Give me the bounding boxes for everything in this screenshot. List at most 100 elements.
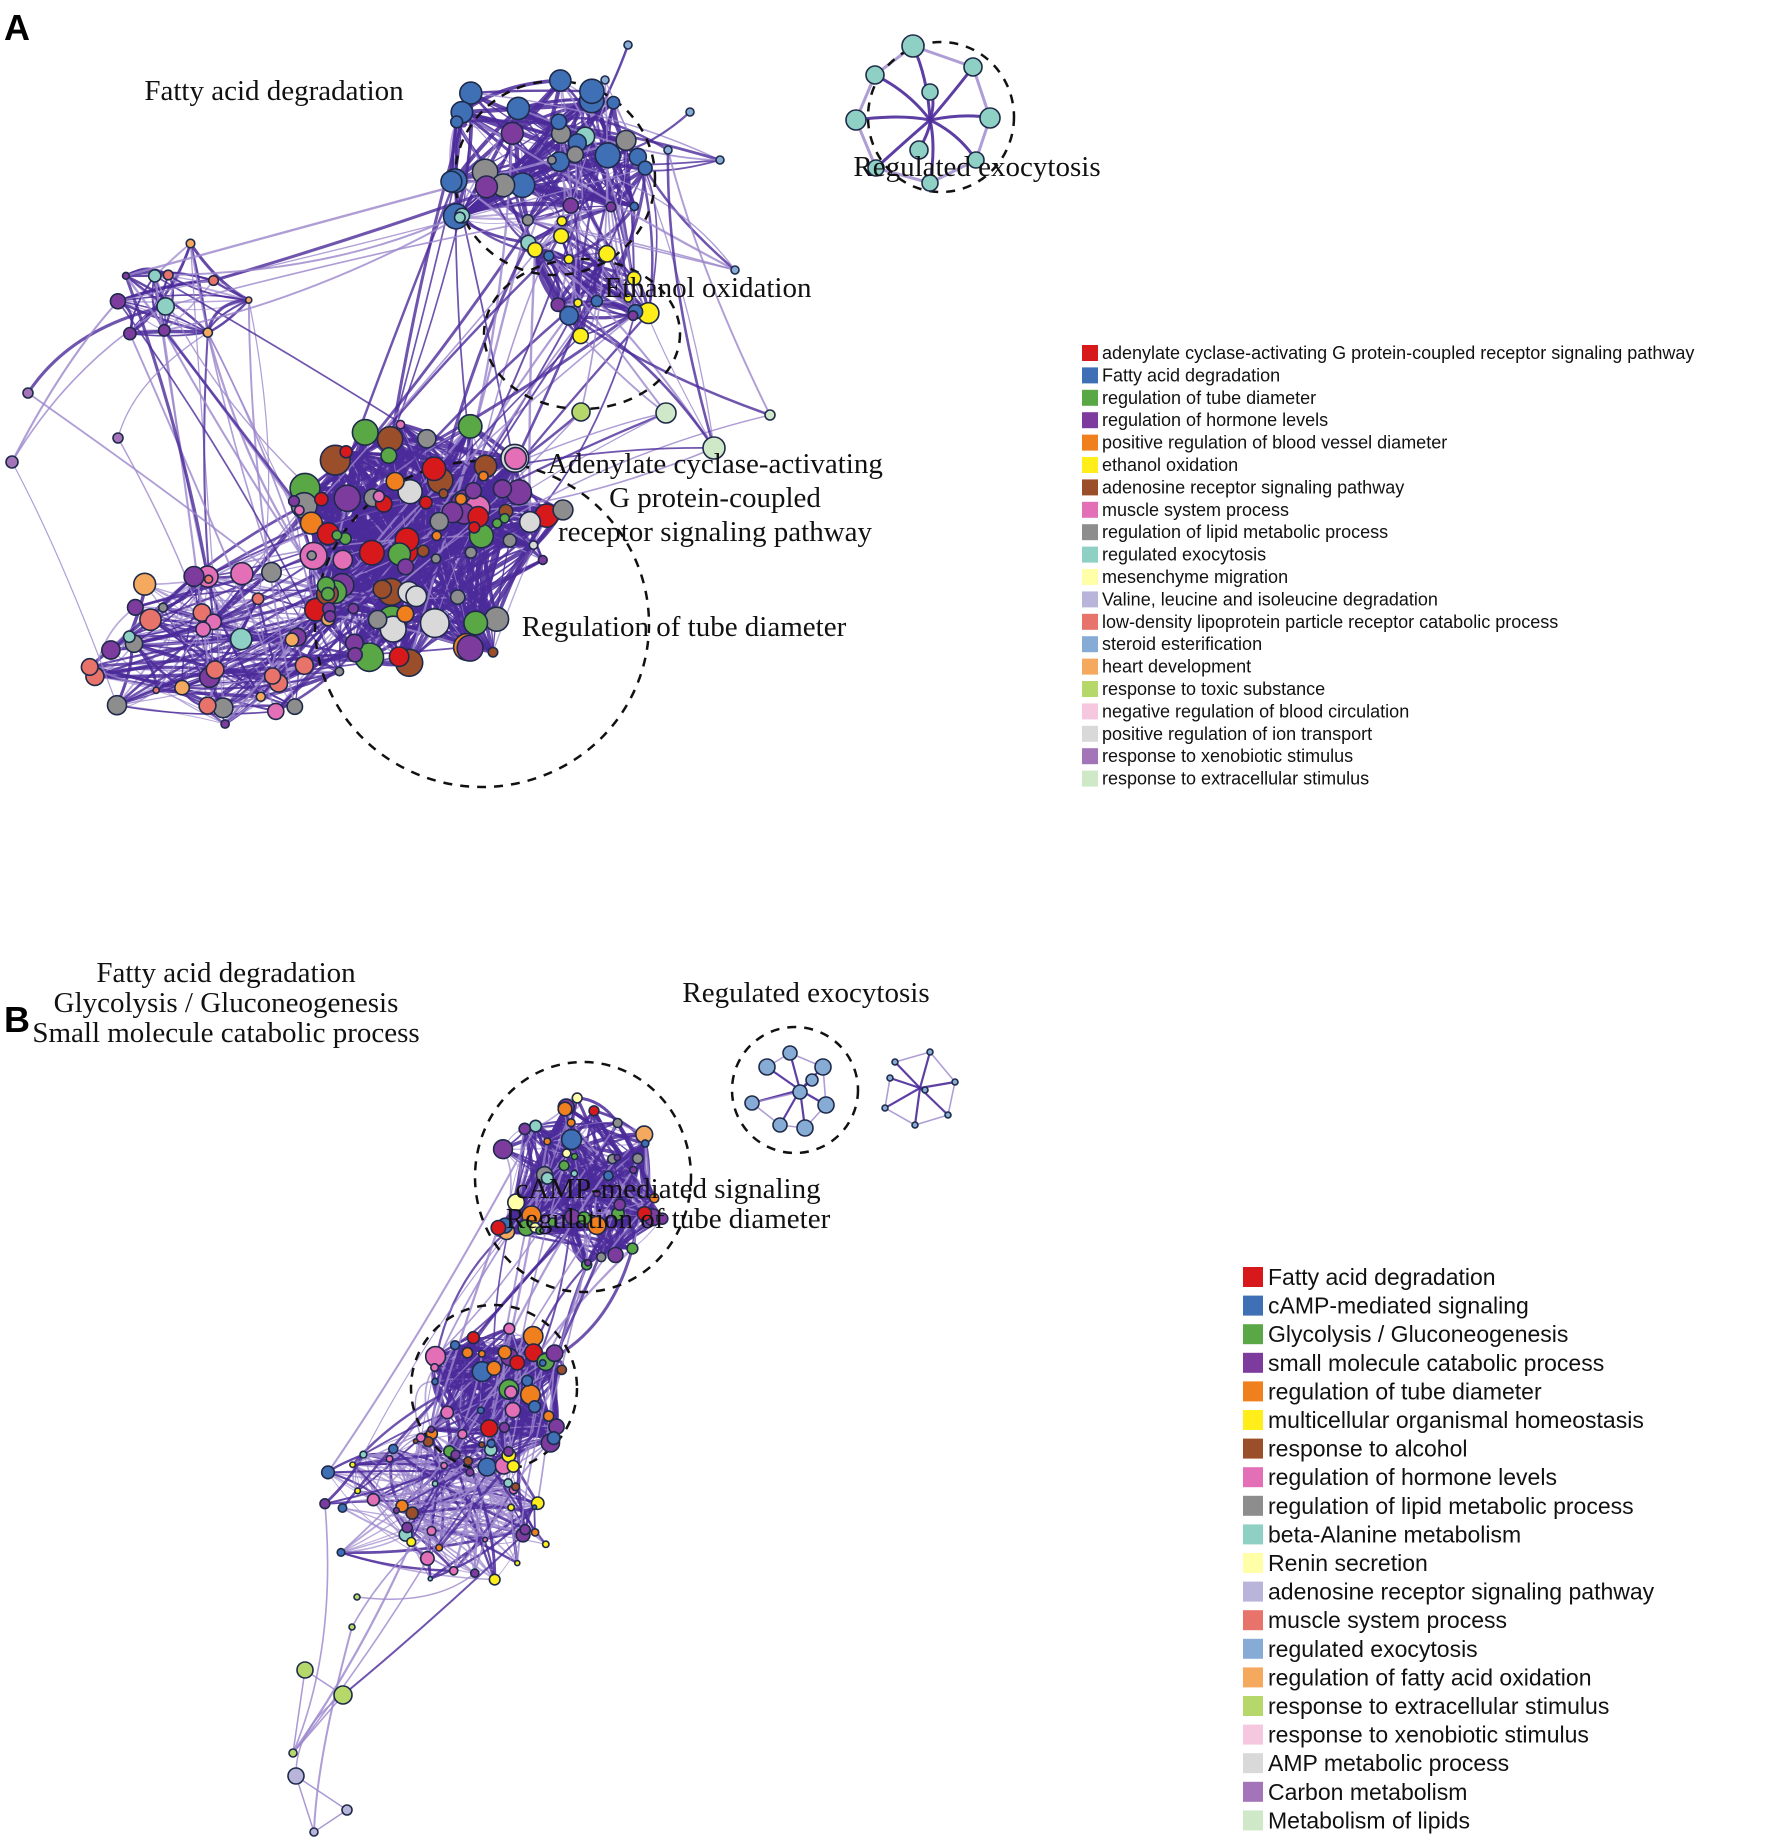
network-node — [503, 446, 528, 471]
network-node — [80, 657, 99, 677]
network-node — [306, 550, 318, 561]
network-edge — [889, 1076, 921, 1090]
legend-label: negative regulation of blood circulation — [1102, 701, 1409, 721]
network-node — [546, 155, 557, 166]
network-node — [440, 170, 463, 193]
network-node — [498, 1421, 510, 1434]
network-node — [415, 1432, 426, 1443]
network-node — [552, 227, 570, 245]
network-edge — [929, 1051, 956, 1083]
network-node — [380, 446, 398, 465]
network-edge — [575, 1097, 622, 1206]
legend-label: regulation of tube diameter — [1102, 388, 1316, 408]
panel-b-nodes — [287, 1045, 959, 1837]
legend-label: response to toxic substance — [1102, 679, 1325, 699]
network-edge — [94, 675, 226, 725]
legend-item: Glycolysis / Gluconeogenesis — [1243, 1321, 1568, 1347]
network-node — [715, 155, 725, 165]
network-node — [506, 1193, 526, 1212]
legend-label: response to xenobiotic stimulus — [1102, 746, 1353, 766]
legend-label: positive regulation of blood vessel diam… — [1102, 433, 1447, 453]
network-edge — [557, 303, 716, 449]
network-node — [531, 1504, 538, 1511]
network-node — [207, 274, 220, 287]
network-node — [648, 1192, 660, 1204]
network-node — [562, 197, 580, 214]
legend-item: ethanol oxidation — [1082, 455, 1238, 475]
cluster-label: Regulated exocytosis — [853, 151, 1100, 183]
network-node — [427, 1575, 434, 1582]
network-edge — [918, 1051, 932, 1089]
network-node — [538, 1359, 547, 1368]
network-node — [613, 1198, 627, 1212]
network-node — [449, 1339, 461, 1351]
network-edge — [351, 1482, 509, 1628]
network-node — [454, 492, 468, 506]
network-node — [299, 511, 324, 535]
network-edge — [292, 1449, 492, 1754]
network-node — [440, 1405, 455, 1420]
network-edge — [165, 206, 612, 308]
network-node — [503, 1478, 514, 1489]
network-node — [465, 1467, 475, 1477]
network-node — [663, 145, 673, 155]
network-edge — [342, 1534, 524, 1696]
network-edge — [595, 168, 647, 302]
network-node — [613, 1153, 622, 1162]
network-edge — [396, 1437, 555, 1512]
legend-item: low-density lipoprotein particle recepto… — [1082, 612, 1558, 632]
network-node — [563, 253, 575, 265]
network-node — [367, 609, 388, 630]
legend-swatch — [1243, 1753, 1263, 1774]
network-edge — [426, 1410, 482, 1559]
network-edge — [439, 335, 582, 482]
network-node — [351, 418, 379, 447]
network-node — [106, 694, 128, 716]
legend-swatch — [1243, 1467, 1263, 1488]
network-node — [388, 646, 410, 668]
network-node — [627, 310, 639, 322]
network-node — [431, 1377, 439, 1386]
legend-item: Fatty acid degradation — [1082, 365, 1280, 385]
network-node — [122, 326, 137, 341]
network-node — [597, 244, 616, 263]
legend-item: Valine, leucine and isoleucine degradati… — [1082, 589, 1438, 609]
network-edge — [327, 1125, 537, 1473]
legend-item: regulated exocytosis — [1082, 545, 1266, 565]
network-node — [435, 1543, 444, 1552]
cluster-outline — [313, 459, 651, 789]
network-node — [205, 660, 225, 680]
network-edge — [116, 704, 276, 715]
network-node — [792, 1084, 808, 1100]
network-edge — [437, 1415, 550, 1549]
legend-swatch — [1243, 1410, 1263, 1430]
network-node — [603, 1170, 614, 1182]
network-node — [535, 1226, 545, 1236]
network-edge — [529, 311, 637, 523]
network-edge — [431, 1405, 535, 1435]
network-edge — [117, 437, 216, 670]
network-edge — [667, 149, 771, 416]
network-node — [540, 1171, 555, 1185]
network-node — [202, 327, 214, 338]
network-node — [758, 1058, 776, 1076]
network-node — [545, 1344, 564, 1363]
legend-swatch — [1082, 524, 1098, 541]
legend-label: response to alcohol — [1268, 1436, 1467, 1462]
legend-swatch — [1082, 546, 1098, 563]
network-edge — [461, 111, 736, 271]
network-node — [655, 1212, 669, 1225]
network-node — [412, 1438, 419, 1445]
legend-swatch — [1082, 613, 1098, 630]
network-node — [474, 175, 499, 199]
network-node — [503, 1385, 518, 1399]
network-node — [122, 630, 136, 644]
network-node — [483, 606, 510, 633]
network-node — [195, 621, 212, 638]
legend-label: beta-Alanine metabolism — [1268, 1521, 1521, 1547]
network-node — [392, 1506, 401, 1515]
cluster-outline — [409, 1303, 579, 1473]
network-edge — [913, 1087, 922, 1126]
network-node — [595, 1251, 607, 1263]
network-node — [796, 1119, 814, 1137]
